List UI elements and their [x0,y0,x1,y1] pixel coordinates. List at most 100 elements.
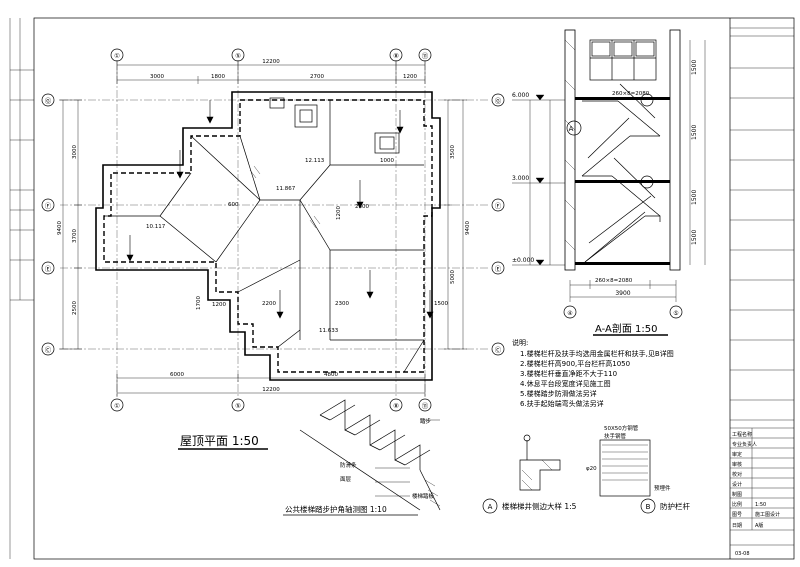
section-rdim-4: 1500 [691,230,698,245]
inner-dim-7: 1700 [196,296,202,310]
tb-row-1: 工程名称 [732,431,752,438]
note-6: 6.扶手起始端弯头做法另详 [520,399,604,408]
section-axis-1: ④ [567,310,572,317]
tb-row-8: 比例 [732,501,742,508]
steps-upper: 260×8=2080 [612,91,650,97]
dim-left-3: 2500 [72,301,78,315]
binding-strip [9,18,34,559]
tb-row-5: 校对 [732,471,742,478]
note-1: 1.楼梯栏杆及扶手均选用金属栏杆和扶手,见B详图 [520,349,674,358]
tb-row-6: 设计 [732,481,742,488]
section-axis-2: ⑤ [673,310,678,317]
axis-top-1: ① [114,52,120,60]
stair-section [512,29,706,319]
section-title: A-A剖面 1:50 [595,322,658,335]
tb-stage: 施工图设计 [755,511,780,518]
elev-4: 11.633 [319,328,339,334]
detail3-marker: B [646,503,651,511]
tb-row-3: 审定 [732,451,742,458]
axis-right-2: Ⓕ [495,202,502,210]
sheet-border [33,17,795,560]
axis-right-3: Ⓔ [495,265,502,273]
detail-railing [599,439,656,514]
inner-dim-9: 1000 [380,158,394,164]
axis-left-2: Ⓕ [45,202,52,210]
detail3-title: 防护栏杆 [660,501,690,511]
dim-bottom-total: 12200 [262,387,280,393]
notes: 说明: 1.楼梯栏杆及扶手均选用金属栏杆和扶手,见B详图 2.楼梯栏杆高900,… [512,338,674,408]
dim-top-3: 2700 [310,74,324,80]
steps-lower: 260×8=2080 [595,278,633,284]
dim-top-2: 1800 [211,74,225,80]
inner-dim-1: 2800 [355,204,369,210]
dim-top-1: 3000 [150,74,164,80]
inner-dim-4: 1200 [212,302,226,308]
note-2: 2.楼梯栏杆高900,平台栏杆高1050 [520,359,630,368]
dim-top-4: 1200 [403,74,417,80]
roof-plan [41,48,505,412]
dim-left-total: 9400 [57,221,63,235]
dim-left-1: 3000 [72,145,78,159]
axis-bottom-4: ⑪ [422,402,429,410]
detail-stairwell [482,434,561,514]
detail1-label-4: 楼梯踏板 [412,492,435,500]
elev-2: 11.867 [276,186,296,192]
detail3-label-1: 50X50方钢管 [604,424,639,432]
elev-3: 10.117 [146,224,166,230]
tb-row-4: 审核 [732,461,742,468]
detail3-label-2: 扶手钢管 [604,432,627,440]
dim-right-total: 9400 [465,221,471,235]
detail-nosing [299,399,441,511]
dim-top-total: 12200 [262,59,280,65]
inner-dim-2: 2200 [262,301,276,307]
axis-right-1: Ⓖ [495,97,502,105]
note-4: 4.休息平台段宽度详见施工图 [520,379,611,388]
level-6000: 6.000 [512,92,529,99]
axis-right-4: Ⓒ [495,346,502,354]
dim-right-1: 3500 [450,145,456,159]
inner-dim-8: 1200 [336,206,342,220]
section-width: 3900 [615,290,630,297]
axis-top-2: ⑤ [235,52,241,60]
axis-bottom-1: ① [114,402,120,410]
note-5: 5.楼梯踏步防滑做法另详 [520,389,597,398]
tb-drawing-no: 03-08 [735,551,750,557]
detail2-marker: A [488,503,493,511]
dim-right-2: 5000 [450,270,456,284]
note-3: 3.楼梯栏杆垂直净距不大于110 [520,369,617,378]
tb-row-2: 专业负责人 [732,441,757,448]
axis-left-1: Ⓖ [45,97,52,105]
axis-top-4: ⑪ [422,52,429,60]
detail1-label-3: 面层 [340,476,352,483]
svg-text:A: A [569,125,574,133]
plan-title: 屋顶平面 1:50 [180,434,259,448]
dim-bottom-1: 6000 [170,372,184,378]
dim-left-2: 3700 [72,229,78,243]
inner-dim-6: 600 [228,202,239,208]
tb-scale: 1:50 [755,502,766,508]
tb-row-9: 图号 [732,512,742,518]
elev-1: 12.113 [305,158,325,164]
detail1-label-2: 防滑条 [340,461,357,469]
detail1-title: 公共楼梯踏步护角轴测图 1:10 [285,504,387,514]
notes-heading: 说明: [512,338,528,347]
axis-top-3: ⑧ [393,52,399,60]
axis-bottom-3: ⑧ [393,402,399,410]
tb-row-10: 日期 [732,523,742,529]
axis-bottom-2: ⑤ [235,402,241,410]
tb-row-7: 制图 [732,491,742,498]
detail3-label-3: φ20 [586,466,597,472]
section-rdim-1: 1500 [691,60,698,75]
inner-dim-3: 2300 [335,301,349,307]
detail1-label-1: 踏步 [420,417,432,425]
level-3000: 3.000 [512,175,529,182]
level-0000: ±0.000 [512,257,534,264]
axis-left-3: Ⓔ [45,265,52,273]
axis-left-4: Ⓒ [45,346,52,354]
title-block [729,18,794,559]
section-rdim-2: 1500 [691,125,698,140]
tb-version: A版 [755,522,763,529]
detail2-title: 楼梯梯井侧边大样 1:5 [502,501,577,511]
section-rdim-3: 1500 [691,190,698,205]
